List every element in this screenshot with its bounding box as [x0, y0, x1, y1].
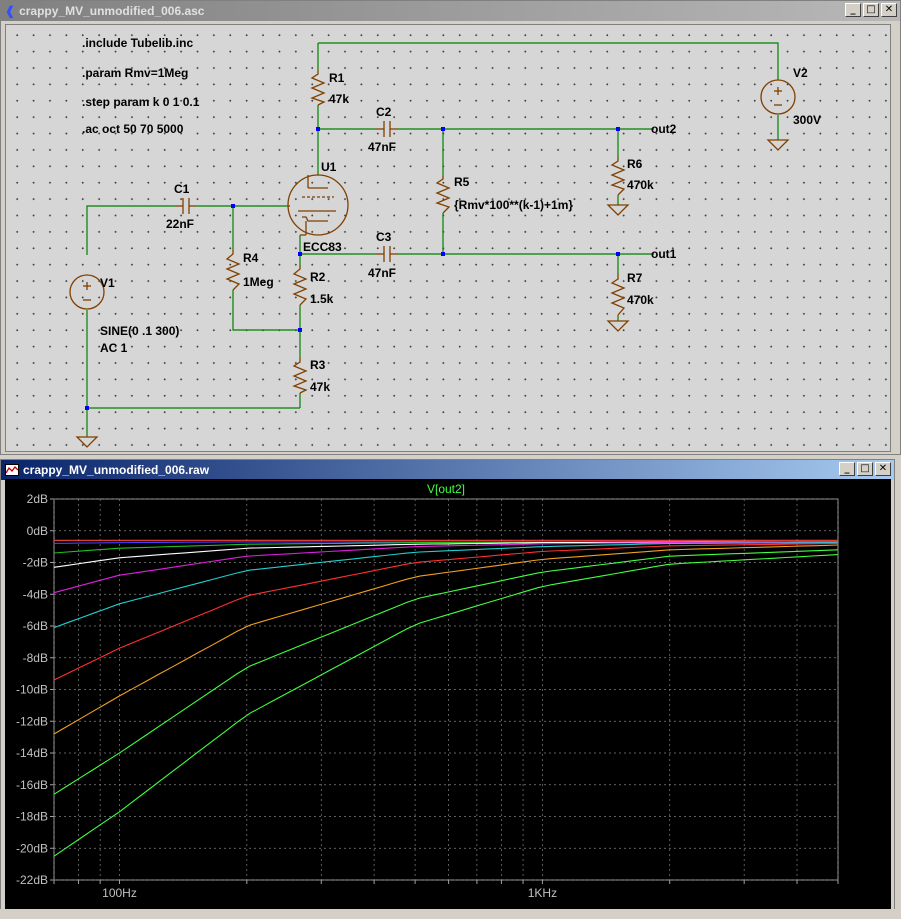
schematic-window: ❰ crappy_MV_unmodified_006.asc _ □ ✕: [0, 0, 901, 455]
directive-param: .param Rmv=1Meg: [82, 66, 188, 80]
r1-value: 47k: [329, 92, 349, 106]
directive-ac: .ac oct 50 70 5000: [82, 122, 184, 136]
junction-dots: [85, 127, 620, 410]
resistor-r3: [292, 358, 308, 394]
u1-name: U1: [321, 160, 337, 174]
r7-value: 470k: [627, 293, 654, 307]
y-tick-label: -14dB: [16, 746, 48, 760]
v2-value: 300V: [793, 113, 821, 127]
ground-symbols: [75, 139, 790, 448]
v2-name: V2: [793, 66, 808, 80]
series-line-8: [53, 549, 839, 795]
capacitor-c2: [376, 121, 398, 137]
resistor-r7: [610, 273, 626, 316]
series-line-7: [53, 544, 839, 735]
series-line-4: [53, 541, 838, 594]
c3-name: C3: [376, 230, 392, 244]
r2-value: 1.5k: [310, 292, 334, 306]
schematic-app-icon: ❰: [5, 4, 16, 18]
resistor-r2: [292, 265, 308, 306]
y-tick-label: -4dB: [23, 587, 48, 601]
horizontal-scrollbar[interactable]: [0, 909, 901, 919]
series-line-9: [53, 554, 839, 857]
waveform-chart[interactable]: 2dB 0dB -2dB -4dB -6dB -8dB -10dB -12dB -14dB -16…: [5, 479, 891, 909]
resistor-r6: [610, 157, 626, 196]
c1-name: C1: [174, 182, 190, 196]
r3-name: R3: [310, 358, 326, 372]
r2-name: R2: [310, 270, 326, 284]
plot-minimize-button[interactable]: _: [839, 462, 855, 476]
plot-area[interactable]: 2dB 0dB -2dB -4dB -6dB -8dB -10dB -12dB -14dB -16…: [5, 479, 891, 909]
y-tick-label: -10dB: [16, 683, 48, 697]
series-line-5: [53, 542, 838, 629]
net-out2: out2: [651, 122, 677, 136]
minimize-button[interactable]: _: [845, 3, 861, 17]
y-tick-label: 2dB: [27, 492, 48, 506]
series-line-6: [53, 542, 839, 681]
components: [69, 70, 796, 448]
c2-value: 47nF: [368, 140, 396, 154]
c1-value: 22nF: [166, 217, 194, 231]
r4-value: 1Meg: [243, 275, 274, 289]
schematic-labels: .include Tubelib.inc .param Rmv=1Meg .st…: [82, 36, 821, 394]
plot-titlebar[interactable]: crappy_MV_unmodified_006.raw _ □ ✕: [1, 460, 894, 480]
v1-name: V1: [100, 276, 115, 290]
r7-name: R7: [627, 271, 643, 285]
voltage-source-v1: [69, 274, 105, 310]
close-button[interactable]: ✕: [881, 3, 897, 17]
v1-value: SINE(0 .1 300): [100, 324, 179, 338]
schematic-titlebar[interactable]: ❰ crappy_MV_unmodified_006.asc _ □ ✕: [1, 1, 900, 21]
plot-window-title: crappy_MV_unmodified_006.raw: [23, 463, 210, 477]
c3-value: 47nF: [368, 266, 396, 280]
schematic-drawing: .include Tubelib.inc .param Rmv=1Meg .st…: [69, 36, 821, 448]
trace-title: V[out2]: [427, 482, 465, 496]
y-tick-label: -18dB: [16, 810, 48, 824]
schematic-canvas[interactable]: .include Tubelib.inc .param Rmv=1Meg .st…: [5, 24, 891, 452]
tube-u1: [287, 174, 349, 236]
r3-value: 47k: [310, 380, 330, 394]
y-tick-label: 0dB: [27, 524, 48, 538]
v1-ac: AC 1: [100, 341, 128, 355]
resistor-r5: [435, 175, 451, 214]
directive-include: .include Tubelib.inc: [82, 36, 193, 50]
y-tick-label: -2dB: [23, 556, 48, 570]
y-tick-label: -6dB: [23, 619, 48, 633]
r6-value: 470k: [627, 178, 654, 192]
u1-value: ECC83: [303, 240, 342, 254]
r5-name: R5: [454, 175, 470, 189]
y-tick-label: -12dB: [16, 714, 48, 728]
x-tick-label: 1KHz: [528, 886, 557, 900]
y-tick-label: -20dB: [16, 841, 48, 855]
directive-step: .step param k 0 1 0.1: [82, 95, 200, 109]
r4-name: R4: [243, 251, 259, 265]
waveform-app-icon: [5, 464, 19, 476]
plot-window: crappy_MV_unmodified_006.raw _ □ ✕ 2dB 0d…: [0, 459, 895, 910]
capacitor-c1: [176, 198, 196, 214]
x-tick-label: 100Hz: [102, 886, 137, 900]
y-tick-label: -16dB: [16, 778, 48, 792]
r6-name: R6: [627, 157, 643, 171]
resistor-r1: [310, 70, 326, 106]
restore-button[interactable]: □: [863, 3, 879, 17]
y-tick-label: -22dB: [16, 873, 48, 887]
capacitor-c3: [376, 246, 398, 262]
resistor-r4: [225, 250, 241, 291]
y-tick-label: -8dB: [23, 651, 48, 665]
r5-value: {Rmv*100**(k-1)+1m}: [454, 198, 573, 212]
voltage-source-v2: [760, 79, 796, 115]
plot-restore-button[interactable]: □: [857, 462, 873, 476]
schematic-window-title: crappy_MV_unmodified_006.asc: [19, 4, 205, 18]
r1-name: R1: [329, 71, 345, 85]
plot-close-button[interactable]: ✕: [875, 462, 891, 476]
net-out1: out1: [651, 247, 677, 261]
c2-name: C2: [376, 105, 392, 119]
